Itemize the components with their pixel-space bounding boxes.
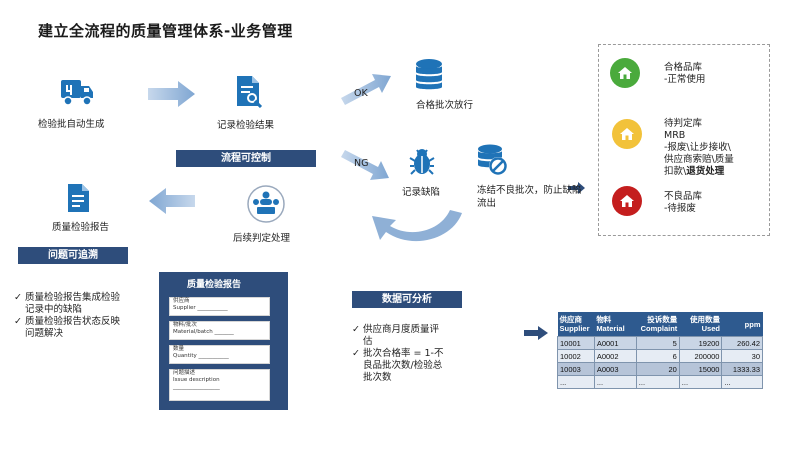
defective-warehouse-icon <box>612 186 642 216</box>
trace-bullets: ✓ 质量检验报告集成检验 记录中的缺陷 ✓ 质量检验报告状态反映 问题解决 <box>14 292 120 340</box>
analysis-bullet-1-cont: 估 <box>363 336 373 347</box>
truck-icon <box>59 76 95 108</box>
page-title: 建立全流程的质量管理体系-业务管理 <box>38 22 293 40</box>
report-label: 质量检验报告 <box>52 222 110 233</box>
meeting-icon <box>246 185 286 223</box>
bug-icon <box>406 146 438 178</box>
analysis-bullet-2-cont: 良品批次数/检验总 <box>363 360 443 371</box>
followup-label: 后续判定处理 <box>233 233 291 244</box>
database-blocked-icon <box>476 143 510 177</box>
analysis-band: 数据可分析 <box>352 291 462 308</box>
table-header: ppm <box>721 312 763 337</box>
arrow-ng <box>341 150 389 180</box>
trace-bullet-2-cont: 问题解决 <box>25 328 64 339</box>
record-defect-label: 记录缺陷 <box>402 187 441 198</box>
legend-qualified: 合格品库 -正常使用 <box>664 62 706 85</box>
analysis-bullet-2-cont2: 批次数 <box>363 372 392 383</box>
database-icon <box>414 58 444 92</box>
analysis-bullet-2: ✓ 批次合格率 = 1-不 <box>352 348 444 359</box>
trace-band: 问题可追溯 <box>18 247 128 264</box>
trace-bullet-1-cont: 记录中的缺陷 <box>25 304 83 315</box>
freeze-label-1: 冻结不良批次，防止缺陷 <box>477 185 582 196</box>
qualified-warehouse-icon <box>610 58 640 88</box>
trace-bullet-2: ✓ 质量检验报告状态反映 <box>14 316 120 327</box>
legend-pending: 待判定库 MRB -报废\让步接收\ 供应商索赔\质量 扣款\退货处理 <box>664 118 734 177</box>
pass-release-label: 合格批次放行 <box>416 100 474 111</box>
table-row: ............... <box>557 375 763 389</box>
freeze-label-2: 流出 <box>477 198 497 209</box>
form-title: 质量检验报告 <box>187 280 242 290</box>
analysis-bullets: ✓ 供应商月度质量评 估 ✓ 批次合格率 = 1-不 良品批次数/检验总 批次数 <box>352 324 443 384</box>
arrow-ok <box>341 74 391 105</box>
report-icon <box>66 182 92 214</box>
arrow-curve <box>372 210 462 242</box>
arrow-to-table <box>524 326 548 340</box>
control-band: 流程可控制 <box>176 150 316 167</box>
analysis-bullet-1: ✓ 供应商月度质量评 <box>352 324 439 335</box>
legend-defective: 不良品库 -待报废 <box>664 191 703 214</box>
ng-label: NG <box>354 158 369 169</box>
ok-label: OK <box>354 88 368 99</box>
arrow-right-1 <box>148 81 195 107</box>
warehouse-legend <box>598 44 770 236</box>
record-result-label: 记录检验结果 <box>217 120 275 131</box>
trace-bullet-1: ✓ 质量检验报告集成检验 <box>14 292 120 303</box>
document-search-icon <box>234 74 264 108</box>
auto-gen-label: 检验批自动生成 <box>38 119 105 130</box>
pending-warehouse-icon <box>612 119 642 149</box>
arrow-left-report <box>149 188 195 214</box>
arrow-to-legend <box>568 182 585 194</box>
